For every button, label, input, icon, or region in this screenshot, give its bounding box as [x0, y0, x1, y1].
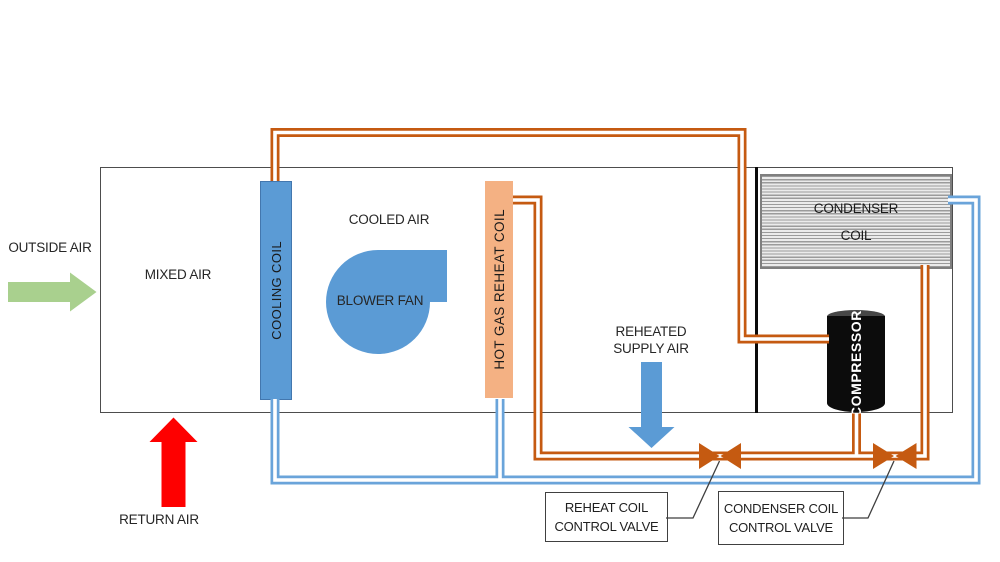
compressor: COMPRESSOR: [827, 310, 885, 418]
hot-gas-reheat-coil-label: HOT GAS REHEAT COIL: [491, 209, 507, 370]
reheated-supply-air-line2: SUPPLY AIR: [613, 341, 689, 356]
reheat-coil-control-valve-icon: [699, 443, 741, 469]
compressor-body: COMPRESSOR: [827, 310, 885, 418]
compressor-label: COMPRESSOR: [848, 310, 864, 418]
condenser-coil-label-line1: CONDENSER: [813, 200, 899, 216]
return-air-label: RETURN AIR: [119, 512, 199, 527]
reheat-valve-left-triangle: [699, 443, 720, 469]
condenser-coil: CONDENSER COIL: [760, 174, 952, 269]
unit-section-divider: [755, 167, 758, 413]
cooling-coil: COOLING COIL: [260, 181, 292, 400]
condenser-valve-callout-box: CONDENSER COIL CONTROL VALVE: [718, 491, 844, 545]
reheat-valve-callout-box: REHEAT COIL CONTROL VALVE: [545, 492, 668, 542]
reheated-supply-air-label: REHEATED SUPPLY AIR: [608, 323, 694, 357]
condenser-coil-control-valve-icon: [873, 443, 917, 469]
outside-air-arrow-icon: [8, 272, 97, 312]
condenser-valve-callout-line2: CONTROL VALVE: [728, 520, 834, 535]
return-air-arrow-icon: [149, 417, 198, 507]
cooling-coil-label: COOLING COIL: [268, 241, 284, 340]
reheat-valve-callout-line2: CONTROL VALVE: [554, 519, 659, 534]
blower-fan-label: BLOWER FAN: [336, 293, 424, 308]
condenser-valve-left-triangle: [873, 443, 894, 469]
condenser-valve-right-triangle: [895, 443, 917, 469]
cooled-air-label: COOLED AIR: [348, 212, 430, 227]
hot-gas-reheat-coil: HOT GAS REHEAT COIL: [485, 181, 513, 398]
condenser-valve-leader-line: [842, 460, 895, 519]
outside-air-label: OUTSIDE AIR: [8, 240, 92, 255]
reheated-supply-air-line1: REHEATED: [615, 324, 687, 339]
condenser-coil-label-line2: COIL: [840, 227, 872, 243]
reheat-valve-callout-line1: REHEAT COIL: [564, 500, 649, 515]
mixed-air-label: MIXED AIR: [144, 267, 212, 282]
condenser-valve-callout-line1: CONDENSER COIL: [723, 501, 839, 516]
reheat-valve-right-triangle: [720, 443, 741, 469]
reheat-valve-leader-line: [666, 460, 721, 519]
